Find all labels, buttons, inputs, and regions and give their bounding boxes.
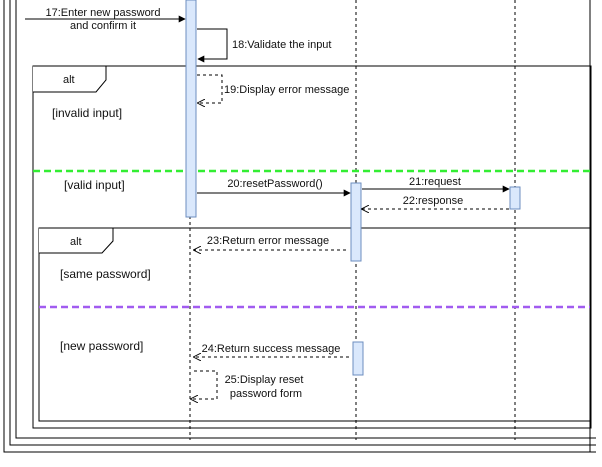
outer-alt-operator-tab xyxy=(33,65,107,93)
activation-bar-2 xyxy=(350,182,362,262)
inner-alt-fragment: alt [same password] [new password] xyxy=(38,227,591,422)
activation-bars xyxy=(185,0,521,376)
guard-new-password: [new password] xyxy=(60,339,143,353)
message-18-label: 18:Validate the input xyxy=(232,39,331,51)
message-25-label-2: password form xyxy=(230,388,302,400)
activation-bar-4 xyxy=(352,341,364,376)
frame-outer-3 xyxy=(15,0,596,439)
message-25-label-1: 25:Display reset xyxy=(225,374,304,386)
frame-outer-2 xyxy=(9,0,596,446)
message-24-label: 24:Return success message xyxy=(202,343,341,355)
message-19-label: 19:Display error message xyxy=(224,84,349,96)
message-21-label: 21:request xyxy=(409,176,461,188)
inner-alt-operator-tab xyxy=(39,227,114,254)
guard-same-password: [same password] xyxy=(60,267,151,281)
messages: 17:Enter new password and confirm it 18:… xyxy=(25,7,510,400)
outer-alt-fragment: alt [invalid input] [valid input] xyxy=(32,65,592,429)
message-22-label: 22:response xyxy=(403,195,464,207)
message-17-label-1: 17:Enter new password xyxy=(46,7,161,19)
message-17-label-2: and confirm it xyxy=(70,20,136,32)
message-23-label: 23:Return error message xyxy=(207,235,329,247)
message-19-arrow xyxy=(197,74,223,103)
message-18-arrow xyxy=(197,28,228,63)
guard-invalid-input: [invalid input] xyxy=(52,106,122,120)
outer-alt-frame xyxy=(32,65,592,429)
inner-alt-frame xyxy=(38,227,591,422)
activation-bar-1 xyxy=(185,0,197,218)
guard-valid-input: [valid input] xyxy=(64,178,125,192)
message-25-arrow xyxy=(191,370,218,399)
frame-outer-1 xyxy=(3,0,596,453)
inner-alt-operator: alt xyxy=(70,236,82,248)
activation-bar-3 xyxy=(509,186,521,210)
message-20-label: 20:resetPassword() xyxy=(227,178,322,190)
outer-alt-operator: alt xyxy=(63,74,75,86)
